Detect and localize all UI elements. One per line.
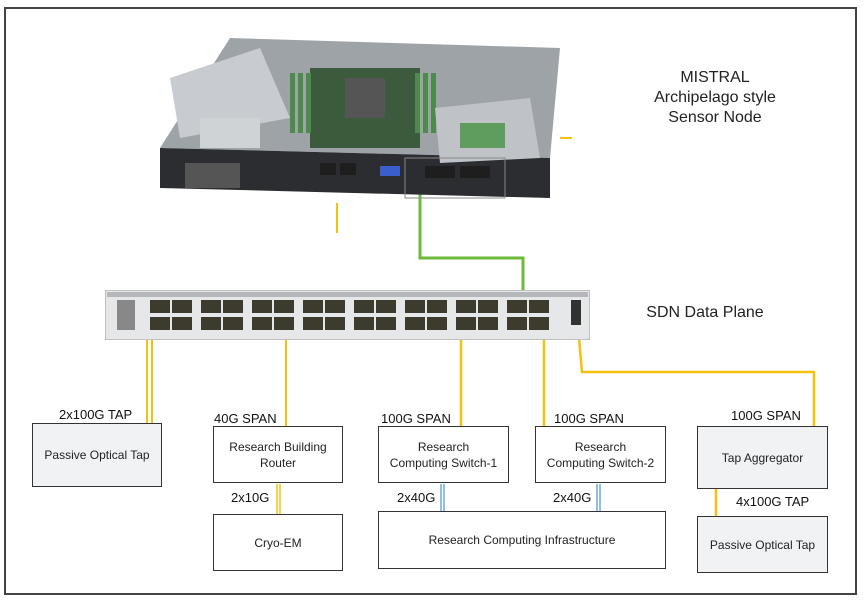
research-computing-switch-1[interactable]: Research Computing Switch-1 bbox=[378, 426, 509, 483]
switch-port bbox=[507, 300, 527, 313]
switch-port bbox=[405, 300, 425, 313]
passive-optical-tap-2[interactable]: Passive Optical Tap bbox=[697, 516, 828, 573]
switch-port bbox=[529, 300, 549, 313]
node-label: Research Computing Infrastructure bbox=[428, 533, 616, 547]
switch-port bbox=[507, 317, 527, 330]
switch-port bbox=[252, 317, 272, 330]
sw2-link-label: 100G SPAN bbox=[554, 411, 624, 426]
switch-port bbox=[427, 317, 447, 330]
switch-port bbox=[303, 317, 323, 330]
switch-port bbox=[201, 300, 221, 313]
sensor-node-title-line: Sensor Node bbox=[668, 109, 762, 126]
switch-port bbox=[274, 317, 294, 330]
sw2-infra-label: 2x40G bbox=[553, 490, 592, 505]
switch-port bbox=[376, 300, 396, 313]
node-label: Research Building bbox=[229, 439, 327, 454]
node-label: Computing Switch-2 bbox=[546, 455, 655, 470]
switch-port bbox=[478, 317, 498, 330]
sensor-node-title-line: MISTRAL bbox=[680, 69, 750, 86]
aggregator-link bbox=[577, 337, 816, 426]
switch-port bbox=[529, 317, 549, 330]
tap2-link-label: 4x100G TAP bbox=[736, 494, 810, 509]
switch-port bbox=[456, 317, 476, 330]
mgmt-link bbox=[418, 180, 525, 290]
node-label: Cryo-EM bbox=[254, 535, 302, 550]
switch-port bbox=[274, 300, 294, 313]
switch-port bbox=[376, 317, 396, 330]
switch-port bbox=[478, 300, 498, 313]
node-label: Router bbox=[259, 455, 296, 470]
sdn-switch-image bbox=[105, 290, 590, 340]
switch-port bbox=[223, 300, 243, 313]
data-plane-title: SDN Data Plane bbox=[646, 304, 764, 321]
switch-port bbox=[172, 300, 192, 313]
switch-port bbox=[456, 300, 476, 313]
router-link-label: 40G SPAN bbox=[214, 411, 277, 426]
switch-port bbox=[223, 317, 243, 330]
tap-aggregator[interactable]: Tap Aggregator bbox=[697, 426, 828, 489]
switch-port bbox=[325, 317, 345, 330]
aggregator-link-label: 100G SPAN bbox=[731, 408, 801, 423]
switch-port bbox=[252, 300, 272, 313]
sensor-node-title-line: Archipelago style bbox=[654, 89, 776, 106]
switch-port bbox=[303, 300, 323, 313]
switch-port bbox=[405, 317, 425, 330]
switch-port bbox=[172, 317, 192, 330]
switch-port bbox=[201, 317, 221, 330]
switch-port bbox=[427, 300, 447, 313]
cryo-link-label: 2x10G bbox=[231, 490, 270, 505]
switch-port bbox=[354, 317, 374, 330]
sensor-node-server-image bbox=[160, 38, 560, 199]
node-label: Research bbox=[574, 439, 627, 454]
research-building-router[interactable]: Research Building Router bbox=[213, 426, 343, 483]
tap1-link-label: 2x100G TAP bbox=[59, 407, 133, 422]
node-label: Tap Aggregator bbox=[721, 450, 804, 465]
sw1-infra-label: 2x40G bbox=[397, 490, 436, 505]
research-computing-switch-2[interactable]: Research Computing Switch-2 bbox=[535, 426, 666, 483]
cryo-em[interactable]: Cryo-EM bbox=[213, 514, 343, 571]
node-label: Passive Optical Tap bbox=[709, 537, 816, 552]
node-label: Computing Switch-1 bbox=[389, 455, 498, 470]
sw1-link-label: 100G SPAN bbox=[381, 411, 451, 426]
node-label: Research bbox=[417, 439, 470, 454]
passive-optical-tap-1[interactable]: Passive Optical Tap bbox=[32, 423, 162, 487]
node-label: Passive Optical Tap bbox=[44, 448, 150, 462]
switch-port bbox=[354, 300, 374, 313]
switch-port bbox=[150, 300, 170, 313]
research-computing-infrastructure[interactable]: Research Computing Infrastructure bbox=[378, 511, 666, 569]
switch-port bbox=[150, 317, 170, 330]
switch-port bbox=[325, 300, 345, 313]
sensor-node-title: MISTRAL Archipelago style Sensor Node bbox=[630, 68, 800, 128]
